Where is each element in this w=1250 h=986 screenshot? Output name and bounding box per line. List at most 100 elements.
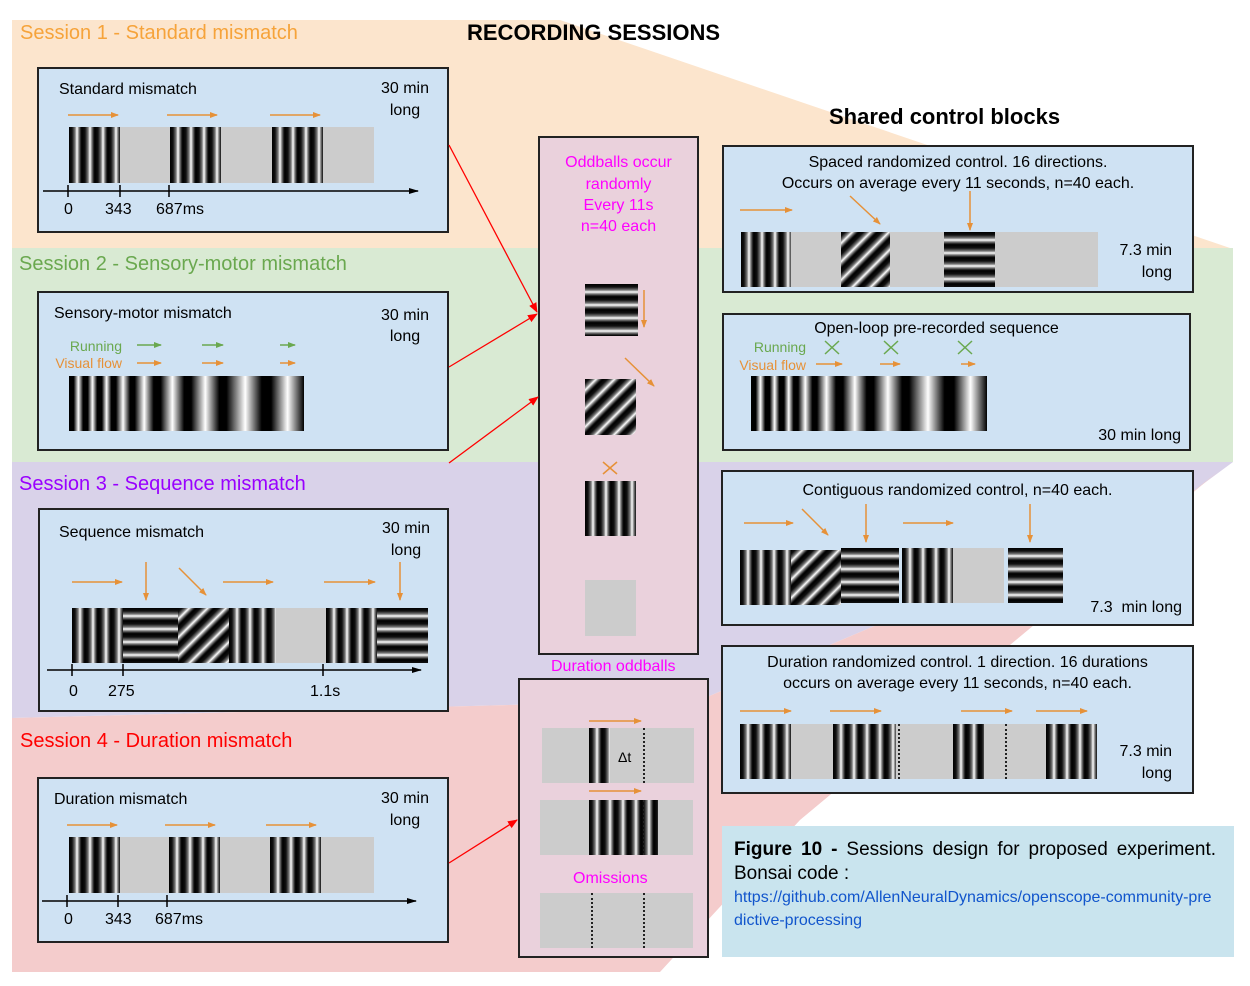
grating-vertical <box>270 837 321 893</box>
grating-vertical <box>740 724 791 779</box>
running-label: Running <box>753 339 806 355</box>
session1-title: Session 1 - Standard mismatch <box>20 22 298 44</box>
tick-label: 0 <box>64 201 73 218</box>
grating-chirp <box>751 376 987 431</box>
control1-duration-line2: long <box>1141 264 1172 281</box>
control4-duration-line2: long <box>1141 765 1172 782</box>
control3-line1: Contiguous randomized control, n=40 each… <box>802 482 1113 499</box>
session3-duration-line2: long <box>390 542 422 559</box>
grating-vertical <box>272 127 323 183</box>
session4-duration-line1: 30 min <box>380 790 430 807</box>
session2-box-label: Sensory-motor mismatch <box>54 305 232 322</box>
grating-vertical <box>833 724 896 779</box>
control1-duration-line1: 7.3 min <box>1119 242 1172 259</box>
session4-box-label: Duration mismatch <box>54 791 188 808</box>
oddball-diagonal-grating <box>585 379 636 435</box>
session3-box-label: Sequence mismatch <box>59 524 204 541</box>
grating-vertical <box>169 837 220 893</box>
session2-duration-line1: 30 min <box>380 307 430 324</box>
duration-short-strip <box>542 728 694 783</box>
oddball-vertical-grating <box>585 481 636 536</box>
gray-blank <box>276 608 326 663</box>
tick-label: 687ms <box>155 911 204 928</box>
oddballs-line2: randomly <box>585 176 652 193</box>
tick-label: 0 <box>69 683 78 700</box>
visual-flow-label: Visual flow <box>739 357 806 373</box>
tick-label: 687ms <box>156 201 205 218</box>
duration-marker <box>1005 724 1007 779</box>
control2-duration: 30 min long <box>1098 427 1181 444</box>
control1-line1: Spaced randomized control. 16 directions… <box>808 154 1108 171</box>
session1-duration-line1: 30 min <box>380 80 430 97</box>
control4-duration-line1: 7.3 min <box>1119 743 1172 760</box>
grating-vertical <box>69 127 120 183</box>
session3-title: Session 3 - Sequence mismatch <box>19 473 306 495</box>
tick-label: 343 <box>105 201 132 218</box>
tick-label: 0 <box>64 911 73 928</box>
grating-vertical <box>69 837 120 893</box>
grating-vertical <box>229 608 276 663</box>
gray-blank <box>953 548 1004 603</box>
grating-chirp <box>69 376 304 431</box>
shared-control-blocks-title: Shared control blocks <box>829 104 1061 129</box>
grating-vertical-long <box>589 800 658 855</box>
control1-strip <box>741 232 1098 287</box>
duration-oddballs-box: Δt Omissions <box>518 678 709 958</box>
grating-diagonal <box>841 232 890 287</box>
grating-vertical <box>326 608 377 663</box>
expected-end-marker <box>643 728 645 783</box>
grating-diagonal <box>178 608 229 663</box>
session2-title: Session 2 - Sensory-motor mismatch <box>19 253 347 275</box>
oddball-horizontal-grating <box>585 284 638 336</box>
tick-label: 343 <box>105 911 132 928</box>
grating-horizontal <box>1008 548 1063 603</box>
caption-text: Figure 10 - Sessions design for proposed… <box>734 838 1216 932</box>
oddball-gray-omission <box>585 580 636 636</box>
session2-box: Sensory-motor mismatch 30 min long Runni… <box>37 291 449 451</box>
grating-vertical <box>72 608 123 663</box>
control4-strip <box>740 724 1097 779</box>
oddballs-box: Oddballs occur randomly Every 11s n=40 e… <box>538 136 699 655</box>
grating-vertical <box>1046 724 1097 779</box>
grating-vertical-short <box>589 728 610 783</box>
control4-line2: occurs on average every 11 seconds, n=40… <box>783 675 1132 692</box>
session4-title: Session 4 - Duration mismatch <box>20 730 293 752</box>
oddballs-line4: n=40 each <box>580 218 657 235</box>
control2-line1: Open-loop pre-recorded sequence <box>814 320 1059 337</box>
session4-duration-line2: long <box>389 812 421 829</box>
omission-marker <box>591 893 593 948</box>
figure-caption: Figure 10 - Sessions design for proposed… <box>722 826 1234 957</box>
recording-sessions-title: RECORDING SESSIONS <box>467 20 721 45</box>
tick-label: 275 <box>108 683 135 700</box>
grating-vertical <box>741 232 791 287</box>
visual-flow-label: Visual flow <box>55 355 122 371</box>
caption-figure-number: Figure 10 - <box>734 839 838 860</box>
session4-box: Duration mismatch 30 min long 0 343 687m… <box>37 777 449 943</box>
omissions-label: Omissions <box>573 870 648 887</box>
grating-horizontal <box>123 608 178 663</box>
duration-oddballs-title: Duration oddballs <box>551 658 676 675</box>
caption-body: Sessions design for proposed experiment.… <box>734 839 1217 884</box>
session3-box: Sequence mismatch 30 min long 0 275 1.1s <box>38 508 449 712</box>
omission-marker <box>643 893 645 948</box>
session2-duration-line2: long <box>389 328 421 345</box>
grating-diagonal <box>791 550 841 605</box>
control1-line2: Occurs on average every 11 seconds, n=40… <box>781 175 1135 192</box>
session1-duration-line2: long <box>389 102 421 119</box>
omission-strip <box>540 893 693 948</box>
oddballs-line1: Oddballs occur <box>565 154 672 171</box>
control3-duration: 7.3 min long <box>1090 599 1182 616</box>
bonsai-code-link[interactable]: https://github.com/AllenNeuralDynamics/o… <box>734 889 1212 929</box>
tick-label: 1.1s <box>310 683 341 700</box>
delta-t-label: Δt <box>618 749 632 765</box>
expected-end-marker <box>643 800 645 855</box>
control4-line1: Duration randomized control. 1 direction… <box>767 654 1148 671</box>
session1-box: Standard mismatch 30 min long 0 343 687m… <box>37 67 449 233</box>
grating-vertical <box>953 724 984 779</box>
oddballs-line3: Every 11s <box>583 197 654 214</box>
duration-randomized-control-box: Duration randomized control. 1 direction… <box>721 645 1194 794</box>
open-loop-sequence-box: Open-loop pre-recorded sequence Running … <box>722 313 1191 451</box>
grating-horizontal <box>944 232 995 287</box>
session1-box-label: Standard mismatch <box>59 81 197 98</box>
running-label: Running <box>69 338 122 354</box>
